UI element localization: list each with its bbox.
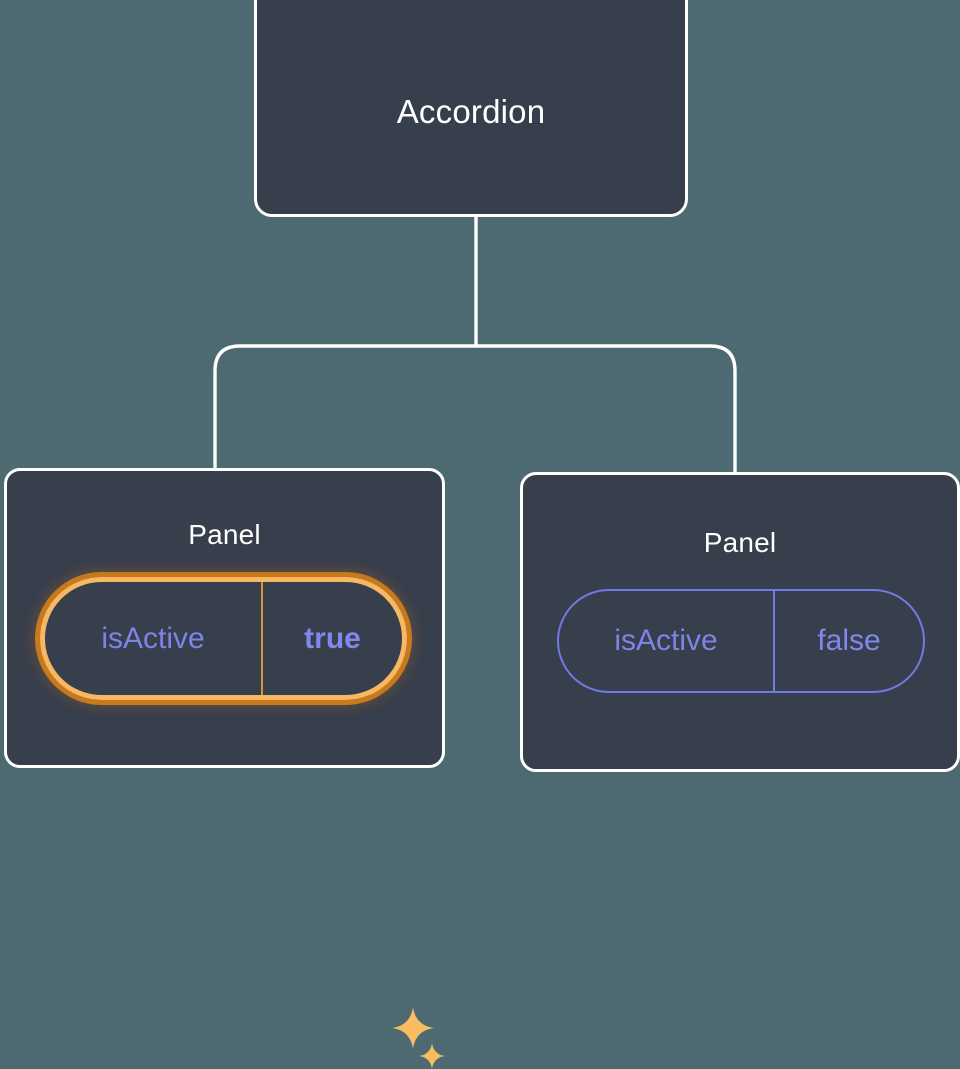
prop-value-label: true	[304, 621, 361, 655]
prop-divider	[773, 591, 775, 691]
component-tree-diagram: Accordion Panel isActive true Panel isAc…	[4, 0, 960, 1069]
tree-node-accordion[interactable]: Accordion	[254, 0, 688, 217]
node-title-panel-inactive: Panel	[703, 527, 777, 558]
prop-value-cell: true	[263, 582, 402, 695]
prop-name-label: isActive	[614, 624, 718, 657]
prop-name-cell: isActive	[559, 591, 773, 691]
prop-name-label: isActive	[101, 621, 205, 655]
node-title-accordion: Accordion	[396, 93, 546, 130]
prop-pill-isactive-true[interactable]: isActive true	[40, 577, 407, 700]
prop-divider	[261, 582, 263, 695]
connector-branch-left	[213, 344, 476, 470]
sparkle-icon	[392, 1007, 434, 1049]
prop-value-label: false	[817, 624, 881, 657]
sparkle-icon	[419, 1043, 445, 1069]
node-title-panel-active: Panel	[188, 519, 261, 550]
prop-value-cell: false	[775, 591, 923, 691]
prop-pill-isactive-false[interactable]: isActive false	[557, 589, 925, 693]
connector-branch-right	[476, 344, 737, 474]
prop-name-cell: isActive	[45, 582, 261, 695]
